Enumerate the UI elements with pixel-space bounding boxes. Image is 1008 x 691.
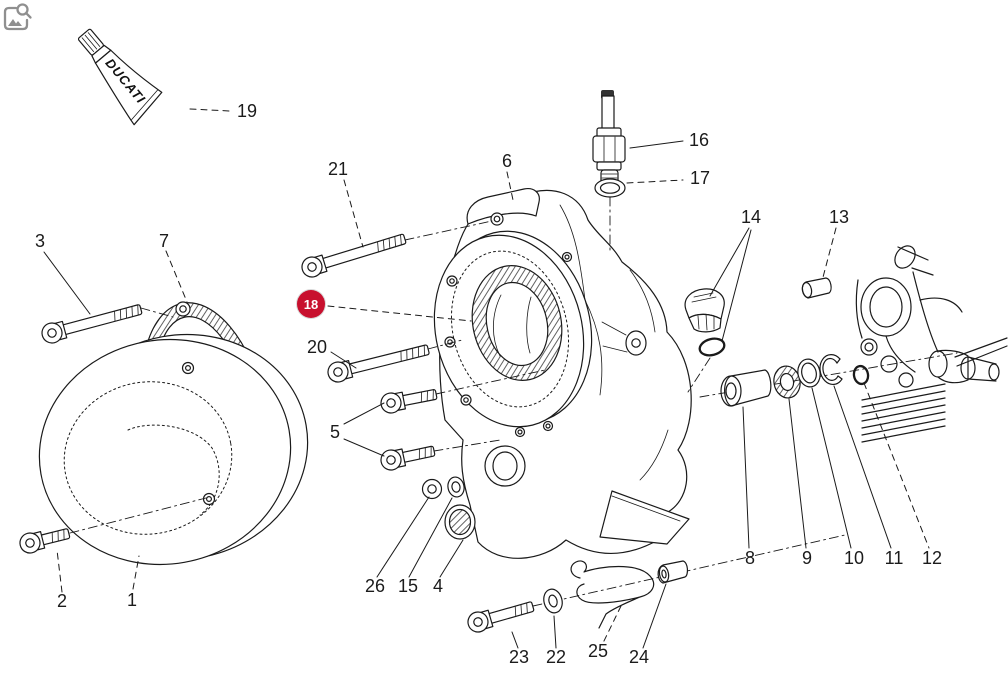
- part-bolt-5a: [378, 389, 438, 416]
- part-bushing-24: [657, 560, 689, 584]
- callout-12: 12: [921, 548, 943, 568]
- callout-1: 1: [126, 590, 138, 610]
- callout-20: 20: [306, 337, 328, 357]
- part-bolt-20: [325, 344, 430, 385]
- part-clutch-cover: [433, 188, 692, 559]
- callout-16: 16: [688, 130, 710, 150]
- part-sealant-tube: DUCATI: [77, 28, 163, 126]
- construction-lines: [69, 196, 958, 607]
- callout-5: 5: [329, 422, 341, 442]
- callout-15: 15: [397, 576, 419, 596]
- callout-7: 7: [158, 231, 170, 251]
- part-bushing-8: [720, 369, 772, 407]
- leader-lines: [43, 108, 930, 649]
- part-bearing-9: [773, 365, 801, 399]
- part-oil-sensor: [592, 90, 626, 185]
- part-bolt-5b: [378, 445, 436, 473]
- part-sensor-washer: [594, 178, 626, 198]
- part-small-washer: [447, 476, 465, 498]
- part-nut: [421, 478, 443, 500]
- callout-25: 25: [587, 641, 609, 661]
- callout-4: 4: [432, 576, 444, 596]
- part-bolt-3: [39, 304, 143, 346]
- callout-17: 17: [689, 168, 711, 188]
- callout-26: 26: [364, 576, 386, 596]
- callout-6: 6: [501, 151, 513, 171]
- part-oring-12: [852, 364, 870, 386]
- part-bolt-21: [298, 233, 407, 281]
- callout-11: 11: [884, 548, 904, 568]
- callout-21: 21: [327, 159, 349, 179]
- callout-13: 13: [828, 207, 850, 227]
- part-cover-ring: [471, 265, 563, 381]
- part-spring-clip-25: [570, 560, 655, 629]
- callout-23: 23: [508, 647, 530, 667]
- callout-9: 9: [801, 548, 813, 568]
- callout-19: 19: [236, 101, 258, 121]
- part-sight-glass: [444, 504, 476, 540]
- part-outer-cover: [38, 333, 309, 566]
- callout-3: 3: [34, 231, 46, 251]
- callout-2: 2: [56, 591, 68, 611]
- callout-22: 22: [545, 647, 567, 667]
- callout-10: 10: [843, 548, 865, 568]
- image-zoom-icon[interactable]: [3, 3, 32, 31]
- part-washer-22: [543, 588, 563, 614]
- engine-case-reference: [855, 245, 1008, 443]
- part-bolt-2: [17, 528, 71, 556]
- part-filler-cap: [684, 288, 725, 333]
- part-bolt-23: [465, 601, 535, 635]
- callout-24: 24: [628, 647, 650, 667]
- part-bushing-13: [801, 277, 832, 299]
- callout-8: 8: [744, 548, 756, 568]
- callout-18: 18: [297, 290, 325, 318]
- callout-14: 14: [740, 207, 762, 227]
- part-circlip-11: [819, 354, 843, 386]
- part-cap-oring: [698, 337, 726, 357]
